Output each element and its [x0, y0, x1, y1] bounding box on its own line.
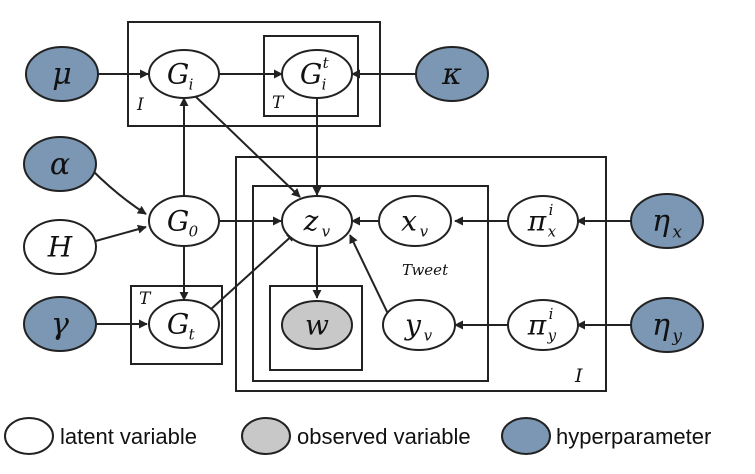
edge-Gi-zv — [194, 95, 301, 198]
plate-label-bottom-left: T — [139, 289, 152, 309]
legend-observed-label: observed variable — [297, 424, 471, 449]
node-H-shape — [23, 219, 97, 275]
node-Gt-symbol: G — [167, 308, 189, 341]
node-gamma: γ — [23, 296, 97, 352]
node-Gt-subscript: t — [189, 325, 196, 343]
node-w-symbol: w — [305, 309, 329, 342]
node-w-shape — [281, 300, 353, 350]
node-alpha-symbol: α — [50, 147, 70, 182]
node-Git-symbol: G — [300, 58, 322, 91]
node-pix-subscript: x — [548, 222, 557, 240]
edge-Gt-zv — [209, 232, 296, 311]
node-piy-shape — [507, 299, 579, 351]
node-Git-shape — [281, 49, 353, 99]
plate-tweet — [252, 185, 489, 382]
plate-label-outer-right: I — [574, 365, 583, 387]
node-eta-x-shape — [630, 193, 704, 249]
edge-yv-zv — [349, 234, 391, 319]
node-yv-shape — [382, 299, 456, 351]
node-alpha-shape — [23, 136, 97, 192]
node-xv-subscript: v — [420, 222, 429, 240]
node-piy-subscript: y — [547, 326, 557, 344]
node-kappa: κ — [415, 46, 489, 102]
node-Gi-symbol: G — [167, 58, 189, 91]
node-G0-symbol: G — [167, 205, 189, 238]
plates — [127, 21, 607, 392]
node-xv-symbol: x — [401, 205, 417, 238]
legend-latent-label: latent variable — [60, 424, 197, 449]
node-alpha: α — [23, 136, 97, 192]
node-eta-y-shape — [630, 297, 704, 353]
node-yv-symbol: y — [403, 309, 422, 342]
node-piy-symbol: π — [527, 309, 547, 342]
legend-hyper-label: hyperparameter — [556, 424, 711, 449]
node-mu-shape — [25, 46, 99, 102]
node-G0-shape — [148, 195, 220, 247]
edge-alpha-G0 — [91, 169, 147, 215]
node-eta-x-subscript: x — [672, 223, 682, 243]
node-mu-symbol: μ — [52, 57, 72, 92]
node-eta-x-symbol: η — [652, 204, 670, 239]
node-H-symbol: H — [47, 231, 73, 264]
node-zv-shape — [281, 195, 353, 247]
node-zv-subscript: v — [322, 222, 331, 240]
legend-observed-swatch — [241, 417, 291, 455]
plate-label-inner-top: T — [272, 93, 285, 113]
node-pix-shape — [507, 195, 579, 247]
node-gamma-shape — [23, 296, 97, 352]
node-kappa-symbol: κ — [441, 57, 462, 92]
node-gamma-symbol: γ — [51, 307, 69, 342]
node-pix-superscript: i — [549, 201, 554, 219]
node-kappa-shape — [415, 46, 489, 102]
node-Gi-shape — [148, 49, 220, 99]
node-Git-superscript: t — [323, 54, 330, 72]
plate-label-outer-top: I — [136, 95, 144, 115]
legend-hyper-swatch — [501, 417, 551, 455]
node-xv-shape — [378, 195, 452, 247]
node-piy-superscript: i — [549, 305, 554, 323]
node-Gi-subscript: i — [189, 75, 194, 93]
node-mu: μ — [25, 46, 99, 102]
node-Gt-shape — [148, 299, 220, 349]
node-yv-subscript: v — [424, 326, 433, 344]
plate-outer-right — [235, 156, 607, 392]
edge-H-G0 — [91, 224, 147, 243]
edges — [91, 69, 632, 330]
legend: latent variable observed variable hyperp… — [4, 417, 711, 455]
node-eta-y-symbol: η — [652, 308, 670, 343]
node-Git-subscript: i — [322, 75, 327, 93]
node-w: w — [281, 300, 353, 350]
node-G0-subscript: 0 — [189, 222, 199, 240]
node-eta-y-subscript: y — [671, 327, 682, 347]
node-pix-symbol: π — [527, 205, 547, 238]
node-H: H — [23, 219, 97, 275]
plate-label-tweet: Tweet — [402, 261, 449, 279]
node-zv-symbol: z — [303, 205, 319, 238]
legend-latent-swatch — [4, 417, 54, 455]
